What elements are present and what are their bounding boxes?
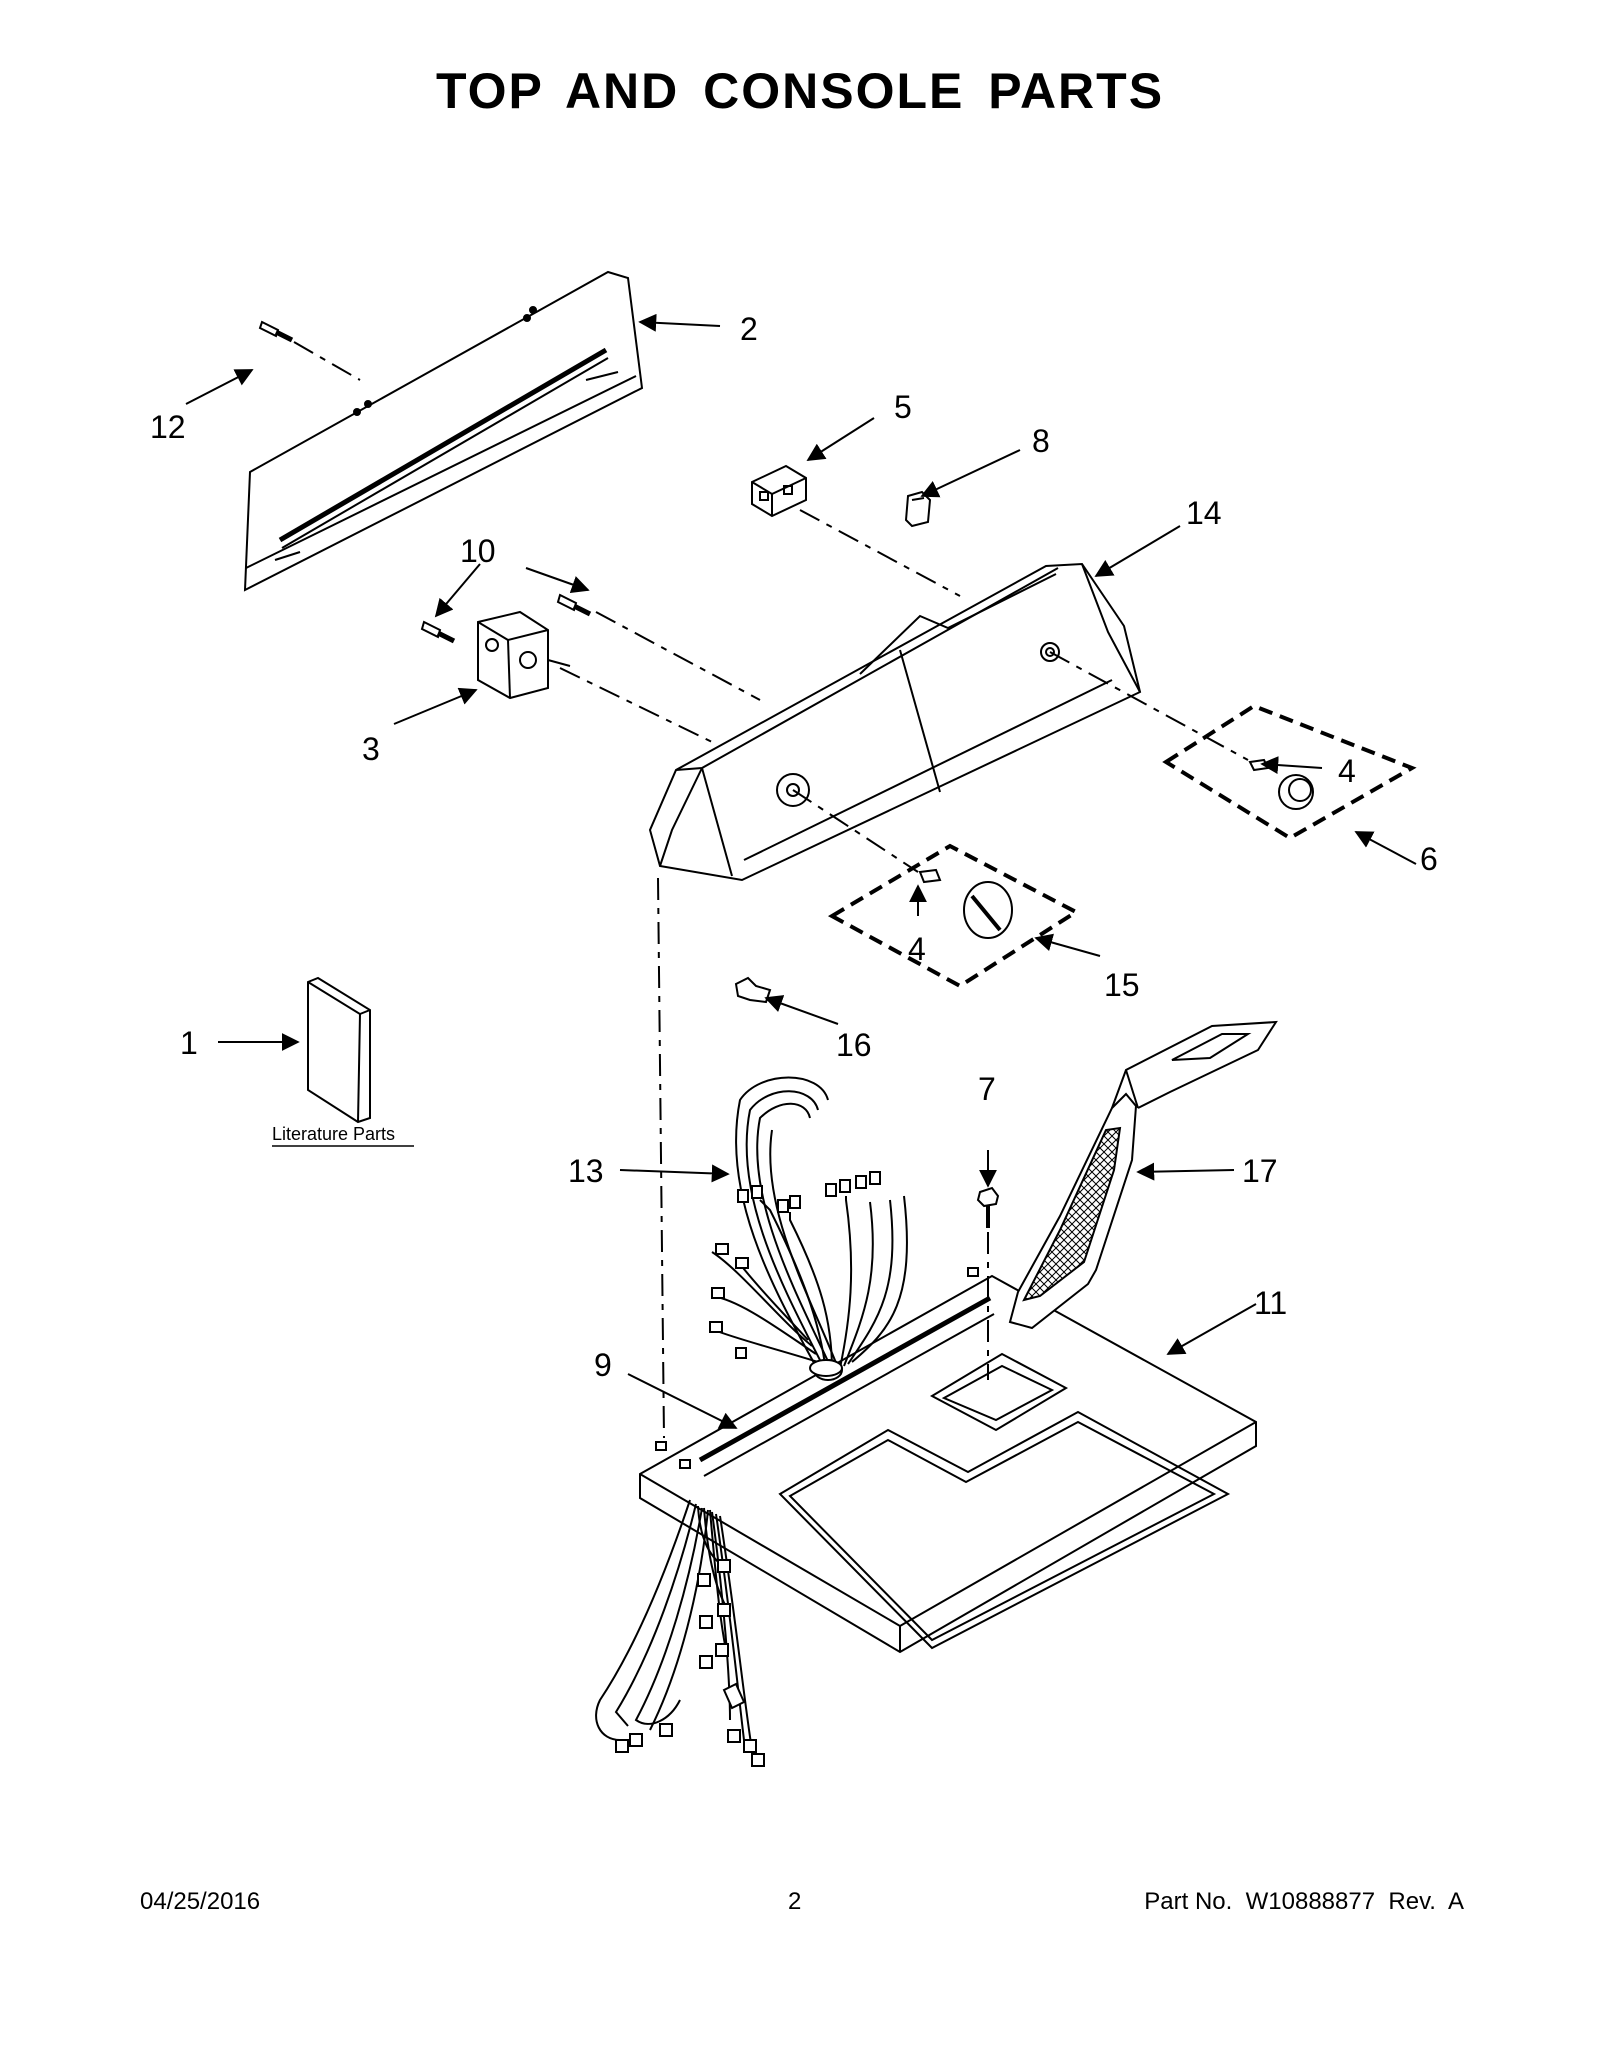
callout-leaders — [185, 313, 1417, 1429]
part-screw-7 — [976, 1186, 1000, 1228]
callout-8: 8 — [1032, 423, 1050, 459]
part-rear-console-panel — [243, 270, 644, 592]
callout-11: 11 — [1254, 1285, 1287, 1321]
callout-17: 17 — [1242, 1153, 1278, 1189]
callout-13: 13 — [568, 1153, 604, 1189]
part-console — [648, 562, 1142, 882]
callout-7: 7 — [978, 1071, 996, 1107]
callout-3: 3 — [362, 731, 380, 767]
part-screws-10 — [420, 593, 592, 644]
part-screw-12 — [258, 320, 294, 343]
part-knob-kit-15 — [827, 843, 1080, 989]
callout-15: 15 — [1104, 967, 1140, 1003]
literature-parts-label: Literature Parts — [272, 1124, 395, 1144]
part-knob-kit-6 — [1162, 703, 1417, 841]
assembly-lines — [293, 341, 1249, 1439]
part-lint-filter — [1008, 1020, 1278, 1330]
part-clip-16 — [734, 976, 772, 1004]
part-clip — [904, 490, 932, 528]
footer-date: 04/25/2016 — [140, 1888, 261, 1915]
callout-16: 16 — [836, 1027, 872, 1063]
part-top-panel — [639, 1267, 1257, 1654]
callout-4-left: 4 — [908, 931, 926, 967]
part-switch — [751, 464, 807, 518]
callout-5: 5 — [894, 389, 912, 425]
page-title: TOP AND CONSOLE PARTS — [435, 63, 1165, 119]
footer-part-number: Part No. W10888877 Rev. A — [1144, 1888, 1464, 1915]
part-timer — [477, 610, 571, 700]
part-literature — [307, 976, 371, 1124]
callout-1: 1 — [180, 1025, 198, 1061]
footer-page-number: 2 — [788, 1888, 802, 1915]
callout-6: 6 — [1420, 841, 1438, 877]
callout-12: 12 — [150, 409, 186, 445]
part-wire-harness — [709, 1076, 908, 1377]
part-lower-harness — [595, 1499, 765, 1767]
callout-4-right: 4 — [1338, 753, 1356, 789]
callout-2: 2 — [740, 311, 758, 347]
callout-14: 14 — [1186, 495, 1222, 531]
callout-10: 10 — [460, 533, 496, 569]
callout-9: 9 — [594, 1347, 612, 1383]
